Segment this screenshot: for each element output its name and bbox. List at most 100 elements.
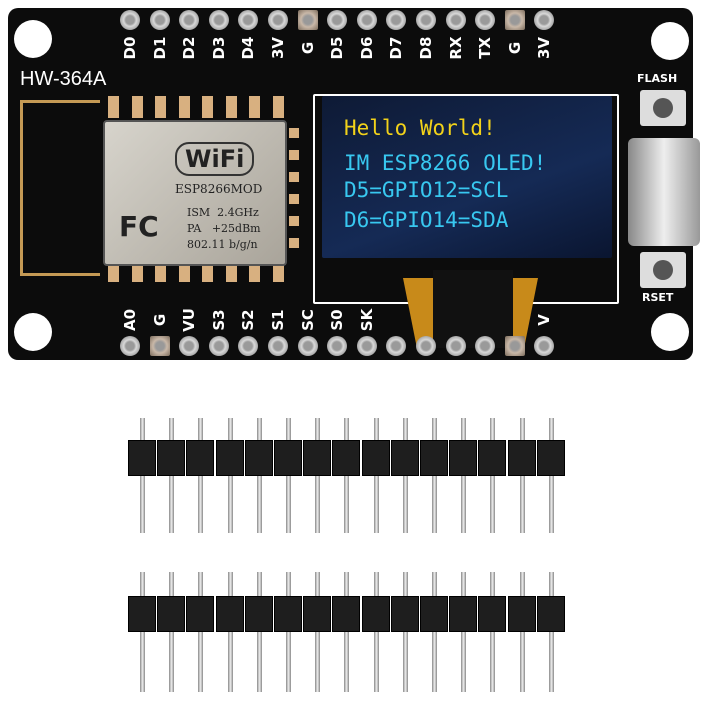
header-strip-segment: [128, 596, 156, 632]
module-pad: [289, 128, 299, 138]
module-pad: [289, 216, 299, 226]
header-pin: [327, 10, 348, 30]
header-pin: [149, 336, 170, 356]
pin-label: S3: [209, 309, 228, 331]
header-pin: [548, 572, 554, 692]
header-strip-segment: [536, 440, 565, 476]
header-pin: [386, 10, 407, 30]
header-pin: [416, 336, 436, 356]
pin-label: D0: [121, 36, 139, 60]
fc-logo: FC: [119, 210, 159, 243]
pin-label: G: [298, 41, 317, 55]
model-label: HW-364A: [20, 68, 107, 90]
flash-button[interactable]: [640, 90, 686, 126]
header-strip-segment: [332, 596, 361, 632]
pcb-antenna: [20, 100, 100, 276]
header-strip-segment: [186, 596, 215, 632]
pa-text: PA +25dBm: [187, 222, 261, 235]
standard-text: 802.11 b/g/n: [187, 238, 258, 251]
header-strip-segment: [244, 596, 273, 632]
header-pin: [208, 10, 229, 30]
header-strip-segment: [390, 596, 419, 632]
header-pin: [297, 336, 318, 356]
header-strip-segment: [361, 596, 390, 632]
header-pin: [445, 336, 466, 356]
header-strip-segment: [361, 440, 390, 476]
header-strip-segment: [303, 596, 332, 632]
flex-gap: [433, 270, 513, 348]
pin-label: D6: [357, 36, 376, 60]
header-pin: [268, 336, 288, 356]
pin-label: SK: [357, 308, 376, 332]
header-strip-segment: [478, 440, 507, 476]
module-pad: [178, 96, 190, 118]
header-strip-segment: [478, 596, 507, 632]
oled-line: Hello World!: [344, 116, 496, 140]
flash-label: FLASH: [637, 72, 678, 85]
reset-button[interactable]: [640, 252, 686, 288]
pin-label: S1: [269, 309, 287, 331]
header-strip-segment: [274, 596, 302, 632]
module-pad: [155, 260, 166, 282]
pin-label: D3: [209, 36, 228, 60]
header-pin: [120, 10, 140, 30]
pin-label: D7: [387, 36, 406, 60]
module-pad: [289, 172, 299, 182]
header-pin: [208, 336, 229, 356]
module-pad: [289, 194, 299, 204]
header-pin: [490, 572, 496, 692]
header-pin: [268, 10, 288, 30]
header-strip-segment: [215, 440, 244, 476]
header-pin: [179, 336, 200, 356]
header-pin: [327, 336, 348, 356]
header-pin: [475, 10, 496, 30]
module-pad: [178, 260, 190, 282]
pin-label: SC: [298, 309, 317, 331]
header-strip-segment: [420, 596, 448, 632]
module-pad: [131, 260, 143, 282]
mount-hole: [14, 20, 52, 58]
pin-label: D8: [417, 36, 435, 60]
header-pin: [445, 10, 466, 30]
pin-label: TX: [476, 37, 495, 59]
pin-label: D5: [328, 36, 347, 60]
pin-label: G: [150, 313, 169, 327]
header-strip-segment: [303, 440, 332, 476]
header-strip-segment: [215, 596, 244, 632]
reset-label: RSET: [642, 291, 674, 304]
header-pin: [432, 572, 437, 692]
oled-line: IM ESP8266 OLED!: [344, 151, 547, 175]
header-strip-segment: [274, 440, 302, 476]
header-pin: [504, 10, 525, 30]
oled-line: D5=GPIO12=SCL: [344, 178, 509, 202]
pin-label: RX: [446, 36, 465, 60]
wifi-logo: WiFi: [175, 142, 255, 176]
module-pad: [249, 96, 260, 118]
oled-screen: Hello World! IM ESP8266 OLED! D5=GPIO12=…: [322, 96, 612, 258]
header-pin: [297, 10, 318, 30]
header-strip-segment: [507, 596, 536, 632]
header-pin: [534, 10, 555, 30]
header-pin: [402, 572, 408, 692]
header-strip-segment: [186, 440, 215, 476]
header-pin: [519, 572, 525, 692]
module-pad: [289, 150, 299, 160]
header-pin: [504, 336, 525, 356]
header-pin: [140, 572, 145, 692]
module-pad: [155, 96, 166, 118]
header-pin: [286, 572, 291, 692]
header-pin: [315, 572, 321, 692]
header-pin: [461, 572, 467, 692]
header-strip-segment: [332, 440, 361, 476]
header-pin: [534, 336, 555, 356]
header-pin: [238, 10, 259, 30]
header-pin: [227, 572, 233, 692]
pin-label: D1: [150, 36, 169, 60]
pin-label: D4: [239, 36, 258, 60]
module-pad: [202, 96, 213, 118]
header-pin: [344, 572, 350, 692]
pin-label: VU: [180, 308, 199, 332]
pin-label: D2: [180, 36, 199, 60]
usb-c-port: [628, 138, 700, 246]
module-pad: [108, 96, 119, 118]
